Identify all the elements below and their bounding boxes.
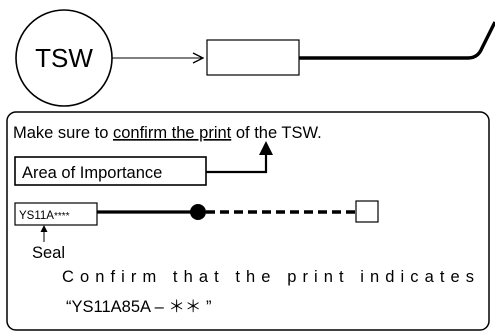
importance-box [14,156,207,186]
tsw-circle-label: TSW [35,43,93,73]
instruction-before: Make sure to [13,124,113,142]
confirm-line1: Confirm that the print indicates [62,268,474,286]
cable-line [299,21,495,60]
seal-pointer-arrowhead [40,225,48,232]
importance-label: Area of Importance [22,164,162,182]
instruction-after: of the TSW. [231,124,321,142]
importance-pointer [206,153,268,174]
importance-arrowhead [259,141,273,155]
print-tag-code: YS11A [19,210,54,222]
confirm-line2: “YS11A85A – ＊＊ ” [66,298,212,316]
connector-box [206,39,300,76]
callout-section: Make sure to confirm the print of the TS… [6,111,490,331]
print-tag-mask: **** [54,211,70,222]
seal-dot [190,204,206,220]
seal-label: Seal [32,244,65,262]
instruction-underlined: confirm the print [113,124,232,142]
print-tag-text: YS11A**** [19,210,70,222]
print-tag [14,202,98,226]
instruction-text: Make sure to confirm the print of the TS… [13,124,322,142]
top-section: TSW [15,9,495,107]
tag-end-box [355,200,379,223]
